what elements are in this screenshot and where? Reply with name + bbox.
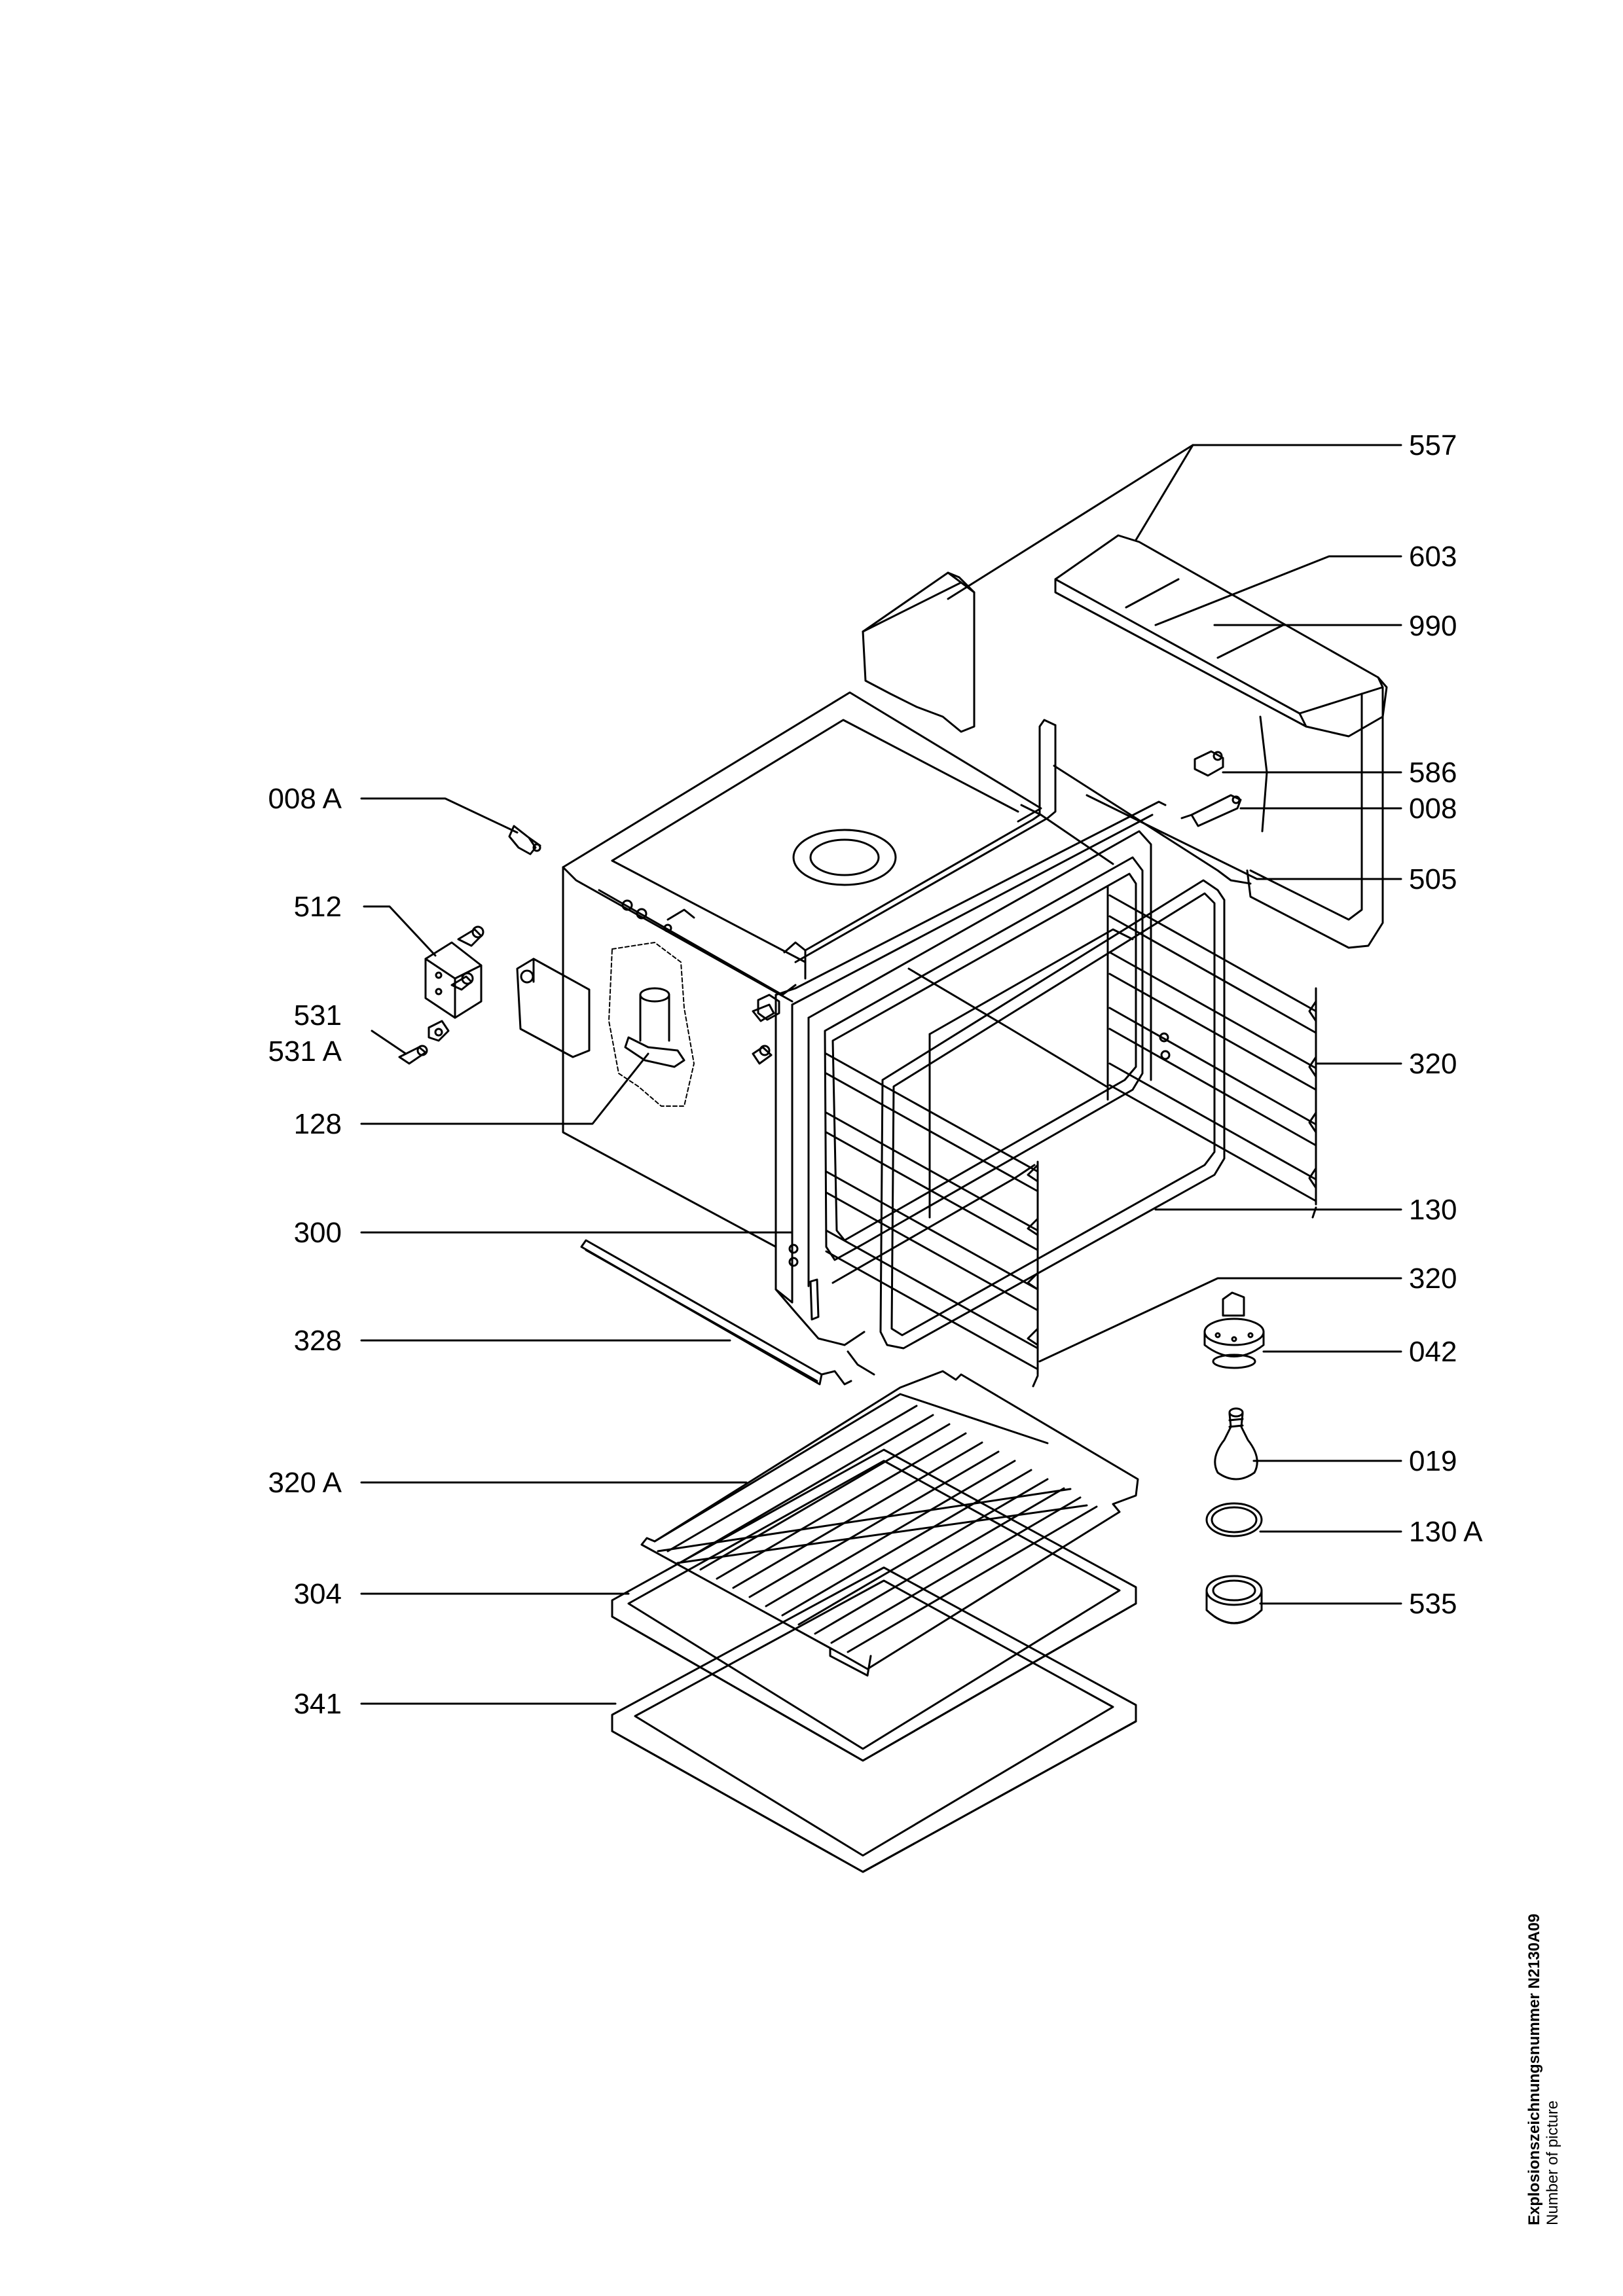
callout-130a: 130 A — [1409, 1516, 1483, 1548]
insulation-wrap-top — [1055, 535, 1387, 948]
callout-300: 300 — [293, 1217, 342, 1249]
callout-128: 128 — [293, 1108, 342, 1140]
screw-clip-531 — [399, 1021, 448, 1064]
sensor-008 — [1182, 795, 1241, 826]
lamp-cover-535 — [1207, 1576, 1262, 1623]
callout-557: 557 — [1409, 429, 1457, 461]
caption-line-2: Number of picture — [1544, 2100, 1561, 2225]
side-plate — [517, 959, 589, 1057]
fan-motor-128 — [609, 942, 694, 1106]
callout-019: 019 — [1409, 1445, 1457, 1477]
callout-042: 042 — [1409, 1336, 1457, 1368]
callout-008a: 008 A — [268, 783, 342, 815]
lamp-bulb-019 — [1215, 1408, 1257, 1479]
callout-512: 512 — [293, 891, 342, 923]
callout-505: 505 — [1409, 863, 1457, 895]
trim-strip-328 — [581, 1240, 851, 1384]
callout-603: 603 — [1409, 541, 1457, 573]
callout-320-lower: 320 — [1409, 1263, 1457, 1295]
callout-320-upper: 320 — [1409, 1048, 1457, 1080]
callout-531a: 531 A — [268, 1035, 342, 1067]
wire-rack-320a — [642, 1371, 1138, 1676]
shelf-rail-right — [1108, 887, 1316, 1217]
connector-586 — [1195, 751, 1223, 776]
callout-320a: 320 A — [268, 1467, 342, 1499]
shelf-rail-left — [826, 1054, 1038, 1386]
callout-328: 328 — [293, 1325, 342, 1357]
baking-tray-304 — [612, 1450, 1136, 1761]
callout-341: 341 — [293, 1688, 342, 1720]
callout-130: 130 — [1409, 1194, 1457, 1226]
leader-lines — [361, 445, 1401, 1704]
callout-304: 304 — [293, 1578, 342, 1610]
caption-line-1: Explosionszeichnungsnummer N2130A09 — [1525, 1913, 1543, 2225]
connector-008a — [509, 826, 540, 854]
callout-531: 531 — [293, 999, 342, 1031]
callout-008: 008 — [1409, 793, 1457, 825]
callout-535: 535 — [1409, 1588, 1457, 1620]
callout-990: 990 — [1409, 610, 1457, 642]
lamp-holder-042 — [1205, 1293, 1264, 1368]
callout-586: 586 — [1409, 757, 1457, 789]
oven-cavity — [563, 692, 1250, 1374]
frame-341 — [612, 1568, 1136, 1872]
bracket-512 — [426, 927, 483, 1018]
insulation-block-left — [863, 573, 974, 732]
front-screws — [753, 1005, 774, 1064]
lamp-seal-130a — [1207, 1503, 1262, 1536]
